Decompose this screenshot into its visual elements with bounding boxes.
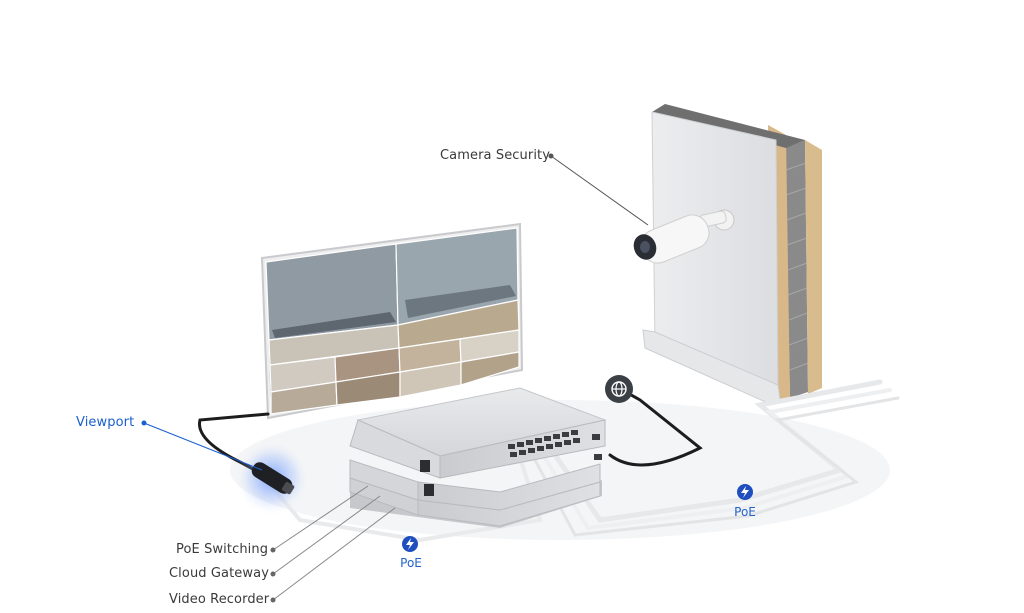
poe-cable-right-3	[533, 396, 900, 537]
video-recorder-label: Video Recorder	[169, 592, 270, 607]
wall-top	[652, 104, 805, 148]
lightning-bolt-icon	[737, 484, 753, 500]
poe-label-right: PoE	[734, 505, 756, 519]
viewport-leader-line	[143, 422, 263, 471]
viewport-label: Viewport	[76, 415, 135, 430]
wall-wood-layer	[805, 140, 822, 394]
poe-switching-leader-line	[272, 485, 369, 551]
lightning-bolt-icon	[402, 536, 418, 552]
cloud-gateway-front	[417, 463, 601, 511]
leader-lines	[141, 153, 649, 603]
poe-cable-right-1	[552, 379, 883, 523]
wall	[642, 104, 822, 405]
cloud-gateway-label: Cloud Gateway	[169, 566, 269, 581]
wall-brick-layer	[785, 140, 808, 398]
device-stack	[349, 387, 607, 528]
gateway-display	[424, 484, 434, 496]
monitor	[260, 222, 524, 420]
camera-security-label: Camera Security	[440, 148, 551, 163]
security-camera	[633, 210, 727, 264]
internet-cable	[608, 390, 703, 467]
camera-leader-line	[550, 155, 649, 226]
switch-ports	[508, 430, 602, 460]
video-recorder-leader-line	[272, 507, 396, 601]
poe-switching-label: PoE Switching	[176, 542, 269, 557]
cloud-gateway-leader-line	[272, 495, 381, 575]
poe-label-left: PoE	[400, 556, 422, 570]
poe-cable-right-2	[543, 388, 892, 531]
globe-icon	[605, 375, 633, 403]
